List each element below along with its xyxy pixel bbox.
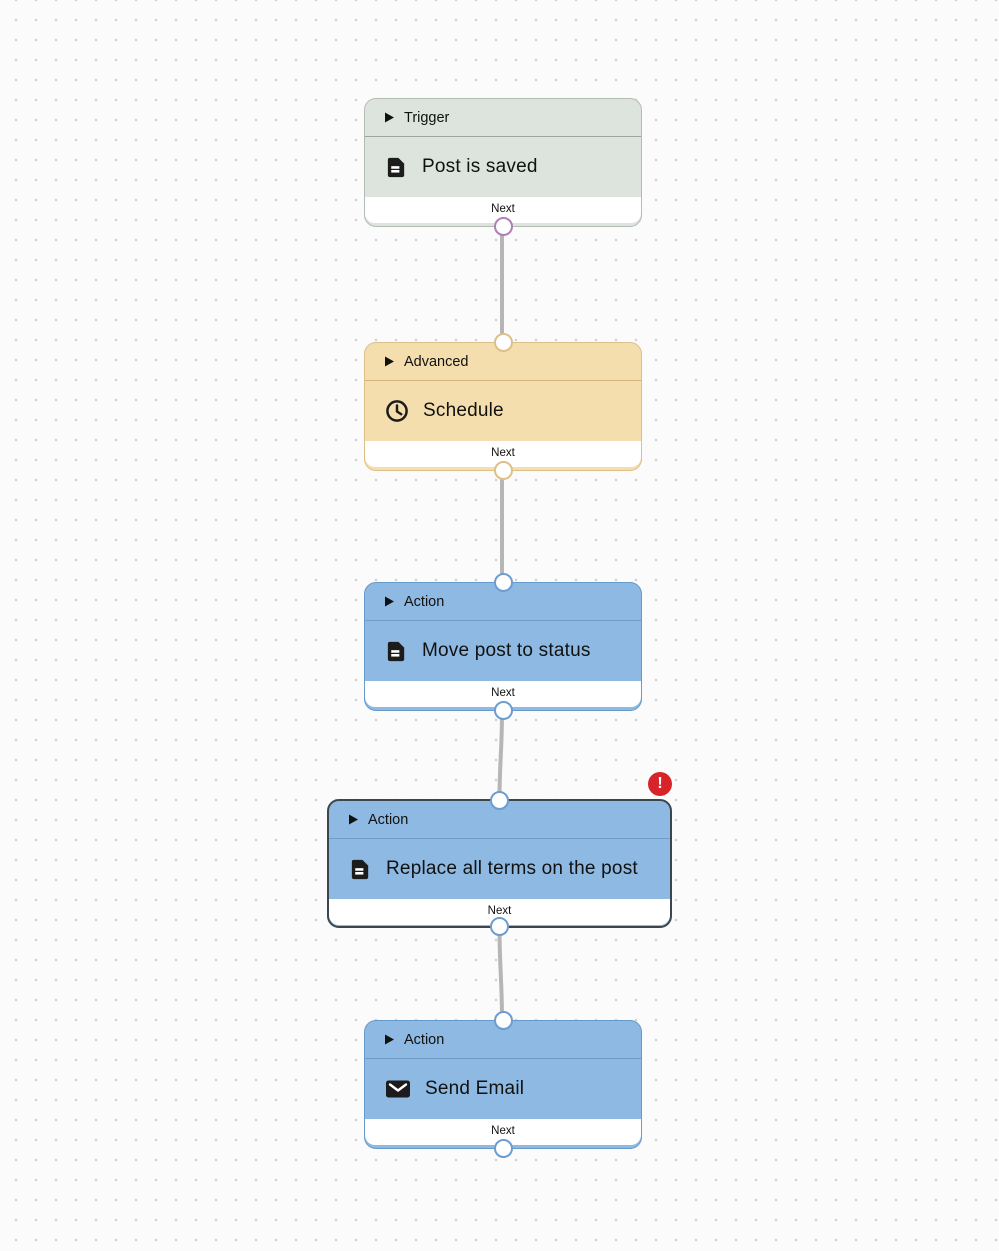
node-category-label: Action	[404, 593, 445, 610]
node-category-label: Trigger	[404, 109, 450, 126]
next-label: Next	[491, 687, 515, 699]
email-icon	[385, 1077, 411, 1101]
next-label: Next	[487, 905, 512, 917]
input-port[interactable]	[493, 333, 513, 352]
node-body: Post is saved	[365, 137, 641, 197]
node-header[interactable]: Action	[365, 583, 641, 621]
node-category-label: Action	[368, 811, 409, 828]
document-icon	[385, 156, 408, 179]
clock-icon	[385, 399, 409, 423]
connection-line	[497, 927, 504, 1021]
node-category-label: Advanced	[404, 353, 469, 370]
error-badge[interactable]: !	[648, 772, 672, 796]
expand-triangle-icon	[385, 1034, 394, 1045]
node-header[interactable]: Action	[365, 1021, 641, 1059]
output-port[interactable]	[490, 917, 509, 936]
node-body: Send Email	[365, 1059, 641, 1119]
document-icon	[349, 858, 372, 881]
connection-line	[497, 710, 504, 800]
output-port[interactable]	[493, 1139, 513, 1158]
workflow-node-replace-all-terms[interactable]: ! Action Replace all terms on the post N…	[327, 772, 672, 936]
expand-triangle-icon	[385, 596, 394, 607]
node-header[interactable]: Advanced	[365, 343, 641, 381]
output-port[interactable]	[493, 217, 513, 236]
next-label: Next	[491, 447, 515, 459]
workflow-node-send-email[interactable]: Action Send Email Next	[364, 1011, 642, 1158]
node-body: Move post to status	[365, 621, 641, 681]
workflow-node-schedule[interactable]: Advanced Schedule Next	[364, 333, 642, 480]
node-title: Send Email	[425, 1078, 525, 1099]
node-title: Schedule	[423, 400, 504, 421]
expand-triangle-icon	[385, 112, 394, 123]
input-port[interactable]	[493, 573, 513, 592]
node-title: Post is saved	[422, 156, 538, 177]
node-body: Replace all terms on the post	[329, 839, 670, 899]
workflow-node-move-post-to-status[interactable]: Action Move post to status Next	[364, 573, 642, 720]
next-label: Next	[491, 203, 515, 215]
workflow-node-trigger[interactable]: Trigger Post is saved Next	[364, 98, 642, 236]
node-header[interactable]: Action	[329, 801, 670, 839]
node-header[interactable]: Trigger	[365, 99, 641, 137]
node-title: Replace all terms on the post	[386, 858, 638, 879]
node-body: Schedule	[365, 381, 641, 441]
document-icon	[385, 640, 408, 663]
output-port[interactable]	[493, 701, 513, 720]
expand-triangle-icon	[385, 356, 394, 367]
input-port[interactable]	[493, 1011, 513, 1030]
node-title: Move post to status	[422, 640, 591, 661]
output-port[interactable]	[493, 461, 513, 480]
input-port[interactable]	[490, 791, 509, 810]
next-label: Next	[491, 1125, 515, 1137]
expand-triangle-icon	[349, 814, 358, 825]
node-category-label: Action	[404, 1031, 445, 1048]
